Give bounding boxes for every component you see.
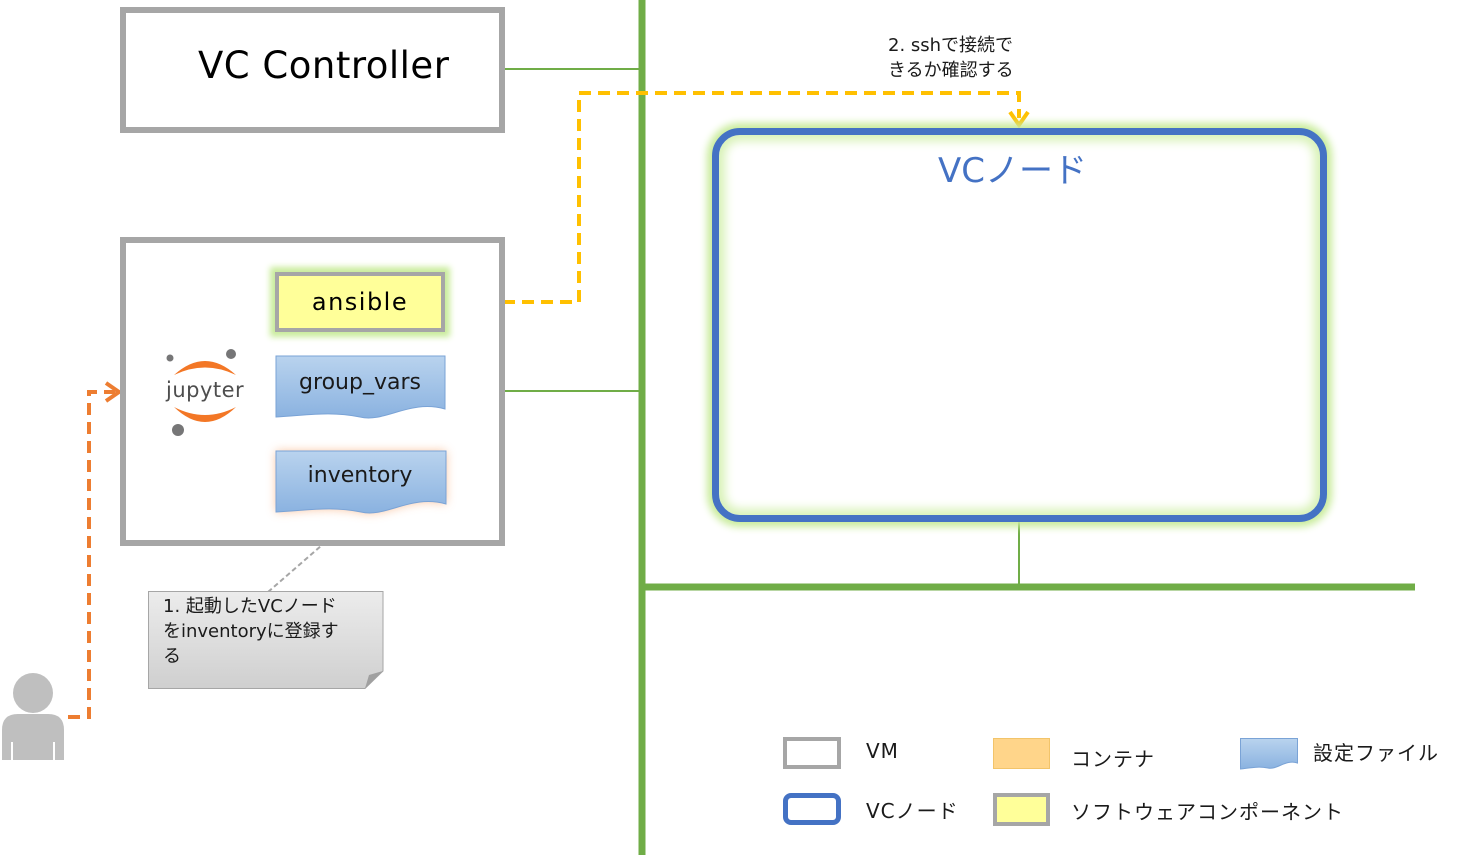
legend-software-swatch	[993, 793, 1050, 826]
step1-note-line1: 1. 起動したVCノード	[163, 596, 337, 617]
legend-container-label: コンテナ	[1071, 747, 1155, 771]
step2-note-line1: 2. sshで接続で	[888, 35, 1014, 56]
vc-node-label: VCノード	[938, 151, 1087, 191]
vc-controller-vm	[120, 7, 505, 133]
inventory-file-icon	[275, 450, 447, 514]
step2-note-line2: きるか確認する	[888, 60, 1014, 81]
user-register-arrow	[68, 390, 115, 719]
note1-pointer	[267, 511, 361, 593]
user-icon	[2, 673, 64, 760]
ssh-check-arrow	[446, 91, 1021, 304]
step1-note-line2: をinventoryに登録す	[163, 621, 339, 642]
step1-note-line3: る	[163, 646, 181, 667]
ssh-arrowhead	[1008, 110, 1030, 129]
ansible-component: ansible	[275, 272, 445, 332]
legend-vc-node-swatch	[783, 793, 841, 825]
legend-software-label: ソフトウェアコンポーネント	[1071, 800, 1344, 824]
vc-node-box	[712, 128, 1327, 522]
inventory-label: inventory	[307, 463, 413, 488]
step2-note: 2. sshで接続で きるか確認する	[888, 33, 1014, 83]
vc-controller-label: VC Controller	[198, 44, 450, 87]
step1-note: 1. 起動したVCノード をinventoryに登録す る	[163, 594, 339, 669]
legend-config-file-icon	[1240, 738, 1298, 770]
legend-vm-label: VM	[866, 739, 899, 763]
ansible-label: ansible	[311, 288, 409, 316]
jupyter-logo-icon	[166, 349, 236, 436]
group-vars-file-icon	[275, 355, 446, 419]
step1-note-shape	[148, 591, 384, 689]
legend-config-file-label: 設定ファイル	[1313, 741, 1439, 765]
legend-container-swatch	[993, 738, 1050, 769]
group-vars-label: group_vars	[299, 370, 421, 395]
legend-vc-node-label: VCノード	[866, 799, 959, 823]
user-arrowhead	[104, 381, 123, 403]
legend-vm-swatch	[783, 737, 841, 769]
jupyter-logo-text: jupyter	[166, 378, 245, 402]
